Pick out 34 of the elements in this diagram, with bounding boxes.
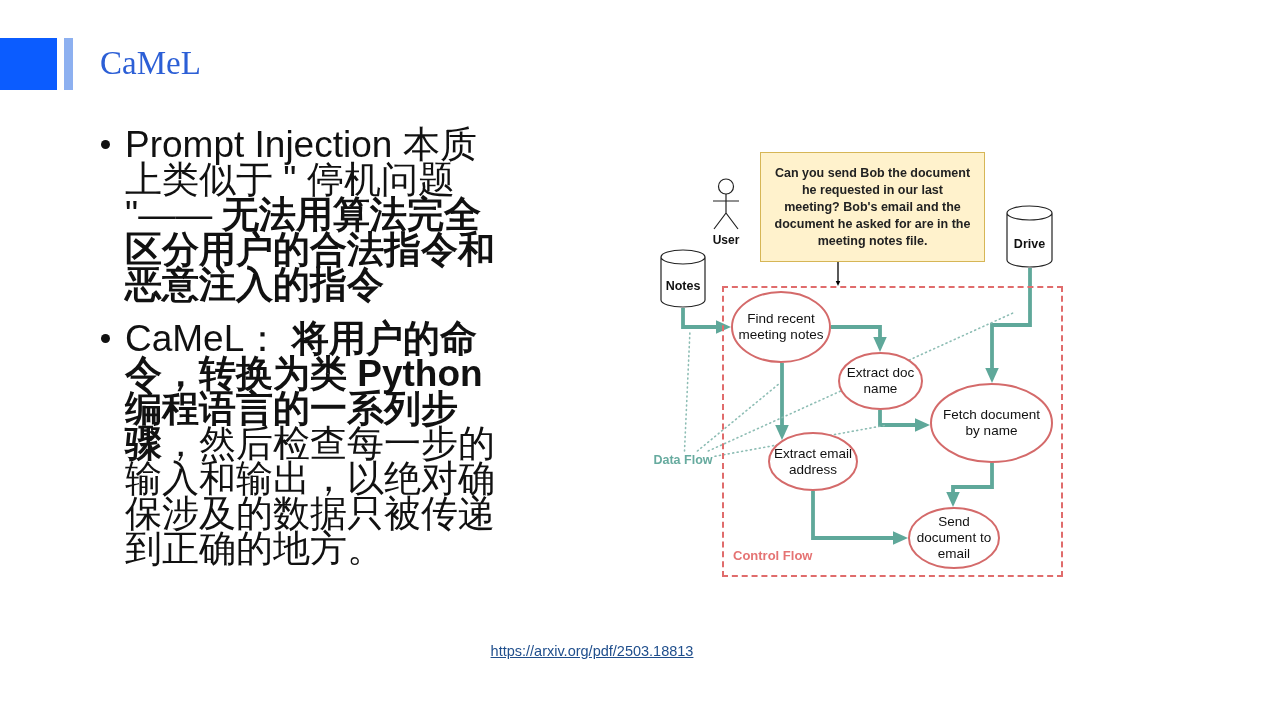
- process-label: Extract doc name: [845, 365, 916, 397]
- process-label: Fetch document by name: [942, 407, 1041, 439]
- arrow: [811, 491, 908, 545]
- leader-line: [696, 382, 781, 452]
- group-title: Control Flow: [733, 548, 813, 564]
- arrow: [946, 463, 994, 507]
- arrow: [878, 410, 931, 432]
- slide-title: CaMeL: [100, 44, 201, 83]
- source-link: https://arxiv.org/pdf/2503.18813: [490, 642, 694, 660]
- arrow: [775, 363, 789, 441]
- arrow: [835, 261, 841, 286]
- process-label: Send document to email: [915, 514, 993, 562]
- annotation-label: Data Flow: [651, 451, 715, 469]
- process-ellipse: [731, 291, 831, 363]
- actor-label: User: [711, 233, 741, 248]
- bullet-text: CaMeL： 将用户的命令，转换为类 Python 编程语言的一系列步骤，然后检查每一步的输入和输出，以绝对确保涉及的数据只被传递到正确的地方。: [125, 321, 496, 566]
- database-label: Drive: [1013, 237, 1046, 252]
- leader-line: [683, 329, 691, 452]
- arrow: [831, 325, 887, 352]
- bullet-text: Prompt Injection 本质上类似于 " 停机问题 "—— 无法用算法完全区分用户的合法指令和恶意注入的指令: [125, 127, 496, 302]
- message-text: Can you send Bob the document he requested in our last meeting? Bob's email and the document he asked for are in the meeting notes file.: [773, 164, 972, 250]
- arrow: [985, 268, 1032, 383]
- database-cylinder: [1006, 205, 1053, 268]
- arrow: [681, 308, 731, 334]
- process-ellipse: [768, 432, 858, 491]
- process-ellipse: [930, 383, 1053, 463]
- process-ellipse: [908, 507, 1000, 569]
- process-label: Extract email address: [773, 445, 853, 478]
- process-label: Find recent meeting notes: [737, 311, 825, 343]
- database-label: Notes: [665, 279, 701, 294]
- message-box: [760, 152, 985, 262]
- process-ellipse: [838, 352, 923, 410]
- database-cylinder: [660, 249, 706, 308]
- dashed-group-box: [722, 286, 1063, 577]
